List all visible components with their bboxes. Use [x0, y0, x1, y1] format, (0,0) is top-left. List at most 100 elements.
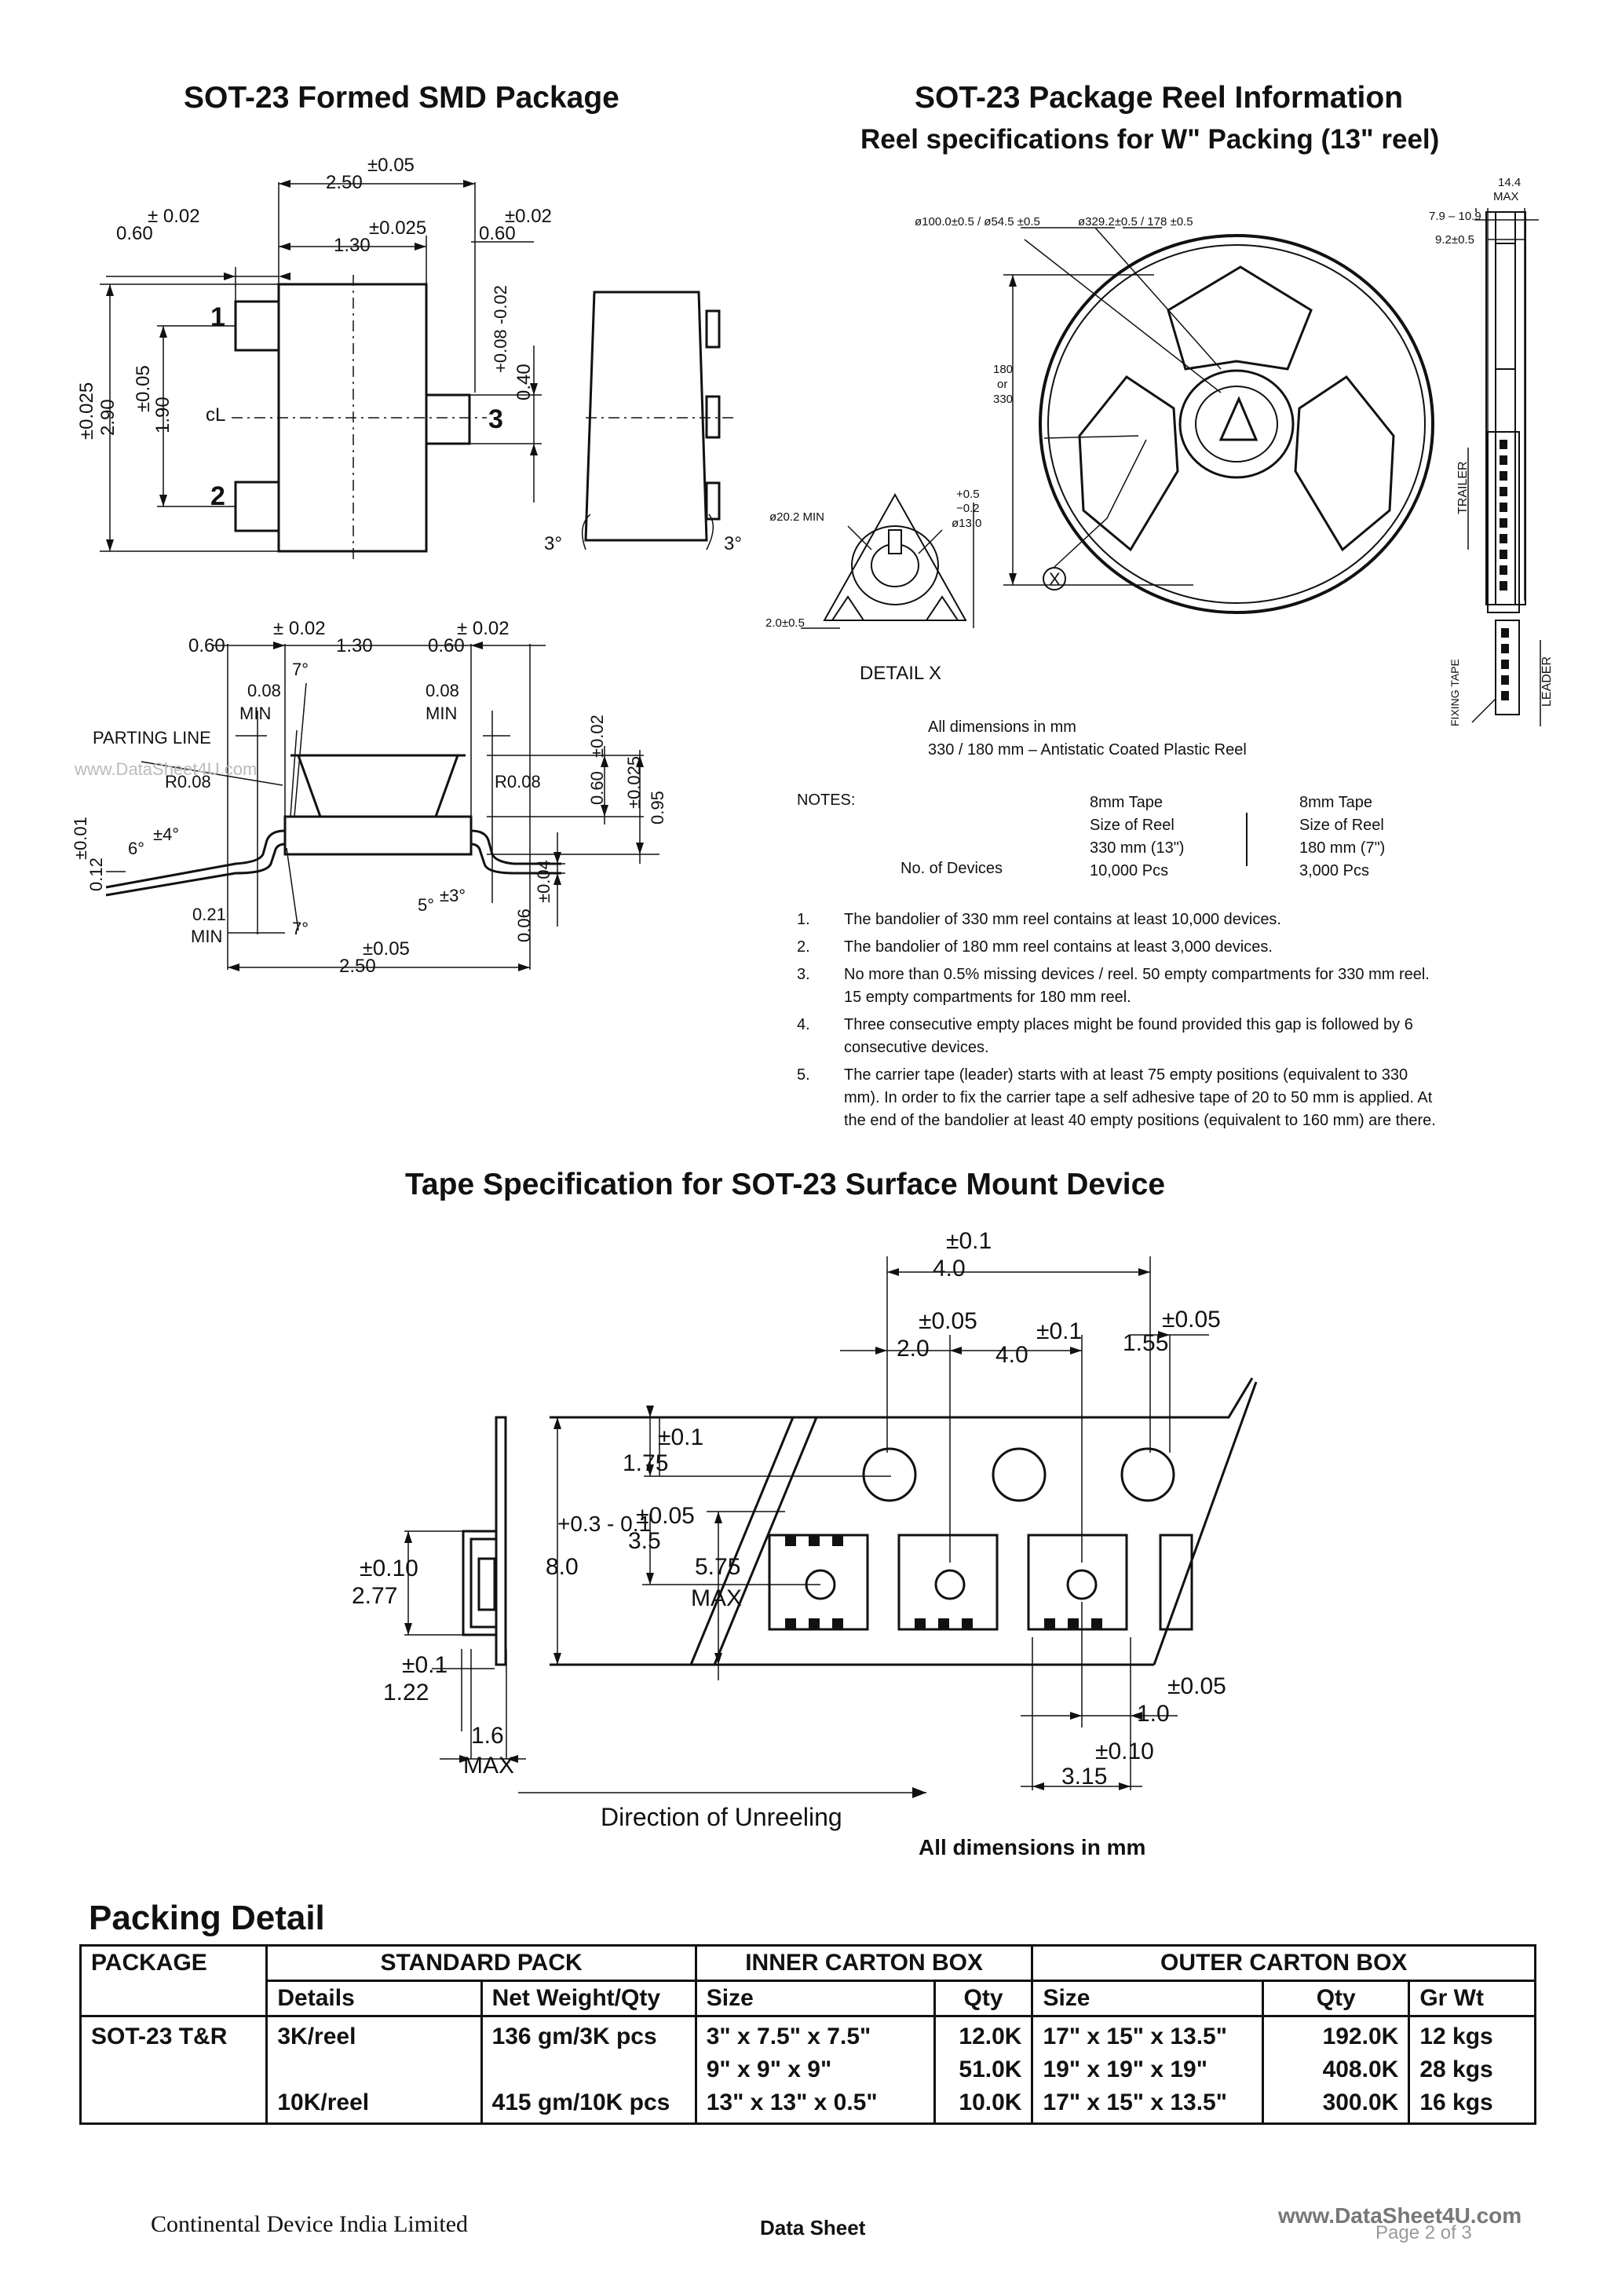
- cell-gr-wt-line: 12 kgs: [1419, 2024, 1493, 2049]
- dim-width-range: 7.9 – 10.9: [1429, 210, 1481, 223]
- spec-180-devices: 3,000 Pcs: [1299, 862, 1369, 879]
- dim-ang3a: 3°: [544, 533, 562, 554]
- dim-width-max: 14.4: [1498, 176, 1521, 189]
- cell-gr-wt-line: 28 kgs: [1419, 2057, 1493, 2082]
- dim-h122-tol: ±0.1: [402, 1652, 448, 1678]
- note-line: the end of the bandolier at least 40 emp…: [844, 1112, 1436, 1129]
- note-number: 3.: [797, 966, 810, 983]
- dim-h122: 1.22: [383, 1680, 429, 1706]
- cell-inner-size-line: 3" x 7.5" x 7.5": [706, 2024, 871, 2049]
- dim-h277: 2.77: [352, 1583, 397, 1609]
- note-line: The bandolier of 330 mm reel contains at…: [844, 911, 1281, 928]
- note-number: 5.: [797, 1066, 810, 1084]
- subheader-gr-wt: Gr Wt: [1408, 1980, 1536, 2017]
- dim-v021-label: MIN: [191, 927, 222, 946]
- subheader-inner-size: Size: [694, 1980, 936, 2017]
- cell-net-line: 136 gm/3K pcs: [491, 2024, 657, 2049]
- dim-min008b-label: MIN: [426, 704, 457, 723]
- reel-outer-flange: [1039, 234, 1434, 614]
- cell-outer-size: 17" x 15" x 13.5" 19" x 19" x 19" 17" x …: [1031, 2015, 1265, 2125]
- dim-h190-tol: ±0.05: [133, 365, 154, 412]
- leader-label: LEADER: [1540, 656, 1554, 707]
- dim-v095: 0.95: [648, 791, 667, 824]
- dim-h80: 8.0: [546, 1554, 579, 1580]
- note-number: 2.: [797, 938, 810, 956]
- cell-inner-qty-line: 10.0K: [959, 2089, 1022, 2115]
- table-row: SOT-23 T&R 3K/reel 10K/reel 136 gm/3K pc…: [79, 2015, 1536, 2125]
- dim-h16-label: MAX: [463, 1753, 514, 1779]
- packing-detail-title: Packing Detail: [89, 1899, 325, 1937]
- pin3-lead: [425, 393, 471, 445]
- dim-h190: 1.90: [152, 397, 174, 433]
- reel-title: SOT-23 Package Reel Information: [915, 81, 1404, 115]
- table-header-row: PACKAGE STANDARD PACK INNER CARTON BOX O…: [79, 1944, 1536, 2017]
- dim-h315-tol: ±0.10: [1095, 1738, 1154, 1764]
- dim-b060a-tol: ± 0.02: [273, 618, 326, 639]
- dim-ang7b: 7°: [292, 919, 309, 938]
- dim-w130-tol: ±0.025: [369, 218, 426, 239]
- subheader-outer-size: Size: [1031, 1980, 1265, 2017]
- dim-h175: 1.75: [623, 1450, 668, 1476]
- footer-page: Page 2 of 3: [1375, 2222, 1472, 2243]
- pin3-label: 3: [488, 404, 503, 434]
- dim-h290: 2.90: [97, 399, 119, 436]
- dim-w250: 2.50: [326, 172, 363, 193]
- cell-outer-size-line: 17" x 15" x 13.5": [1043, 2089, 1227, 2115]
- cell-package: SOT-23 T&R: [79, 2015, 269, 2125]
- dim-h277-tol: ±0.10: [360, 1556, 418, 1581]
- dim-h16: 1.6: [471, 1723, 504, 1749]
- note-line: The bandolier of 180 mm reel contains at…: [844, 938, 1273, 956]
- dim-p40b-tol: ±0.1: [1036, 1318, 1082, 1344]
- cell-inner-qty: 12.0K 51.0K 10.0K: [933, 2015, 1034, 2125]
- dim-width-max-label: MAX: [1493, 190, 1519, 203]
- dim-min008a: 0.08: [247, 681, 281, 700]
- note-item: 3. No more than 0.5% missing devices / r…: [797, 963, 1582, 1009]
- cell-inner-qty-line: 12.0K: [959, 2024, 1022, 2049]
- spec-180-reel-size: 180 mm (7"): [1299, 839, 1386, 857]
- dim-w060a: 0.60: [116, 223, 153, 244]
- footer-website: www.DataSheet4U.com: [1278, 2203, 1522, 2228]
- header-outer-carton: OUTER CARTON BOX: [1031, 1944, 1536, 1982]
- note-item: 4. Three consecutive empty places might …: [797, 1014, 1582, 1059]
- spec-330-tape: 8mm Tape: [1090, 794, 1164, 811]
- subheader-outer-qty: Qty: [1262, 1980, 1411, 2017]
- cell-details-line: 10K/reel: [277, 2089, 370, 2115]
- trailer-label: TRAILER: [1456, 461, 1470, 514]
- footer-company: Continental Device India Limited: [151, 2211, 469, 2237]
- dim-h175-tol: ±0.1: [658, 1424, 703, 1450]
- cell-inner-qty-line: 51.0K: [959, 2057, 1022, 2082]
- cell-outer-size-line: 19" x 19" x 19": [1043, 2057, 1207, 2082]
- spec-330-reel-size: 330 mm (13"): [1090, 839, 1185, 857]
- tape-title: Tape Specification for SOT-23 Surface Mo…: [405, 1168, 1166, 1201]
- note-number: 1.: [797, 911, 810, 928]
- dim-b130: 1.30: [336, 635, 373, 656]
- spec-180-reel-label: Size of Reel: [1299, 817, 1384, 834]
- reel-dims-note: All dimensions in mm 330 / 180 mm – Anti…: [928, 716, 1247, 762]
- subheader-net-weight: Net Weight/Qty: [480, 1980, 697, 2017]
- dim-p155: 1.55: [1123, 1330, 1168, 1356]
- dim-v012: 0.12: [86, 857, 106, 891]
- dim-r008b: R0.08: [495, 772, 541, 792]
- dim-tol05: +0.5: [956, 488, 980, 501]
- table-subheader-row: Details Net Weight/Qty Size Qty Size Qty…: [81, 1980, 1536, 2017]
- spec-divider: [1246, 813, 1248, 866]
- cell-outer-qty-line: 300.0K: [1322, 2089, 1399, 2115]
- dim-w130: 1.30: [334, 235, 371, 256]
- subheader-inner-qty: Qty: [933, 1980, 1034, 2017]
- dim-w250-tol: ±0.05: [367, 155, 415, 176]
- dim-width-92: 9.2±0.5: [1435, 233, 1474, 247]
- dim-v021: 0.21: [192, 905, 226, 924]
- dim-d202: ø20.2 MIN: [769, 510, 824, 524]
- subheader-details: Details: [265, 1980, 483, 2017]
- note-line: consecutive devices.: [844, 1039, 989, 1056]
- dim-p40a: 4.0: [933, 1256, 966, 1281]
- dim-b250: 2.50: [339, 956, 376, 977]
- tape-side-profile: [462, 1416, 507, 1666]
- cell-outer-size-line: 17" x 15" x 13.5": [1043, 2024, 1227, 2049]
- dim-h575: 5.75: [695, 1554, 740, 1580]
- pin1-label: 1: [210, 302, 225, 332]
- dim-ang6: 6°: [128, 839, 144, 858]
- packing-table: PACKAGE STANDARD PACK INNER CARTON BOX O…: [79, 1944, 1536, 2125]
- cell-net-weight: 136 gm/3K pcs 415 gm/10K pcs: [480, 2015, 697, 2125]
- dim-w20: 2.0±0.5: [765, 616, 805, 630]
